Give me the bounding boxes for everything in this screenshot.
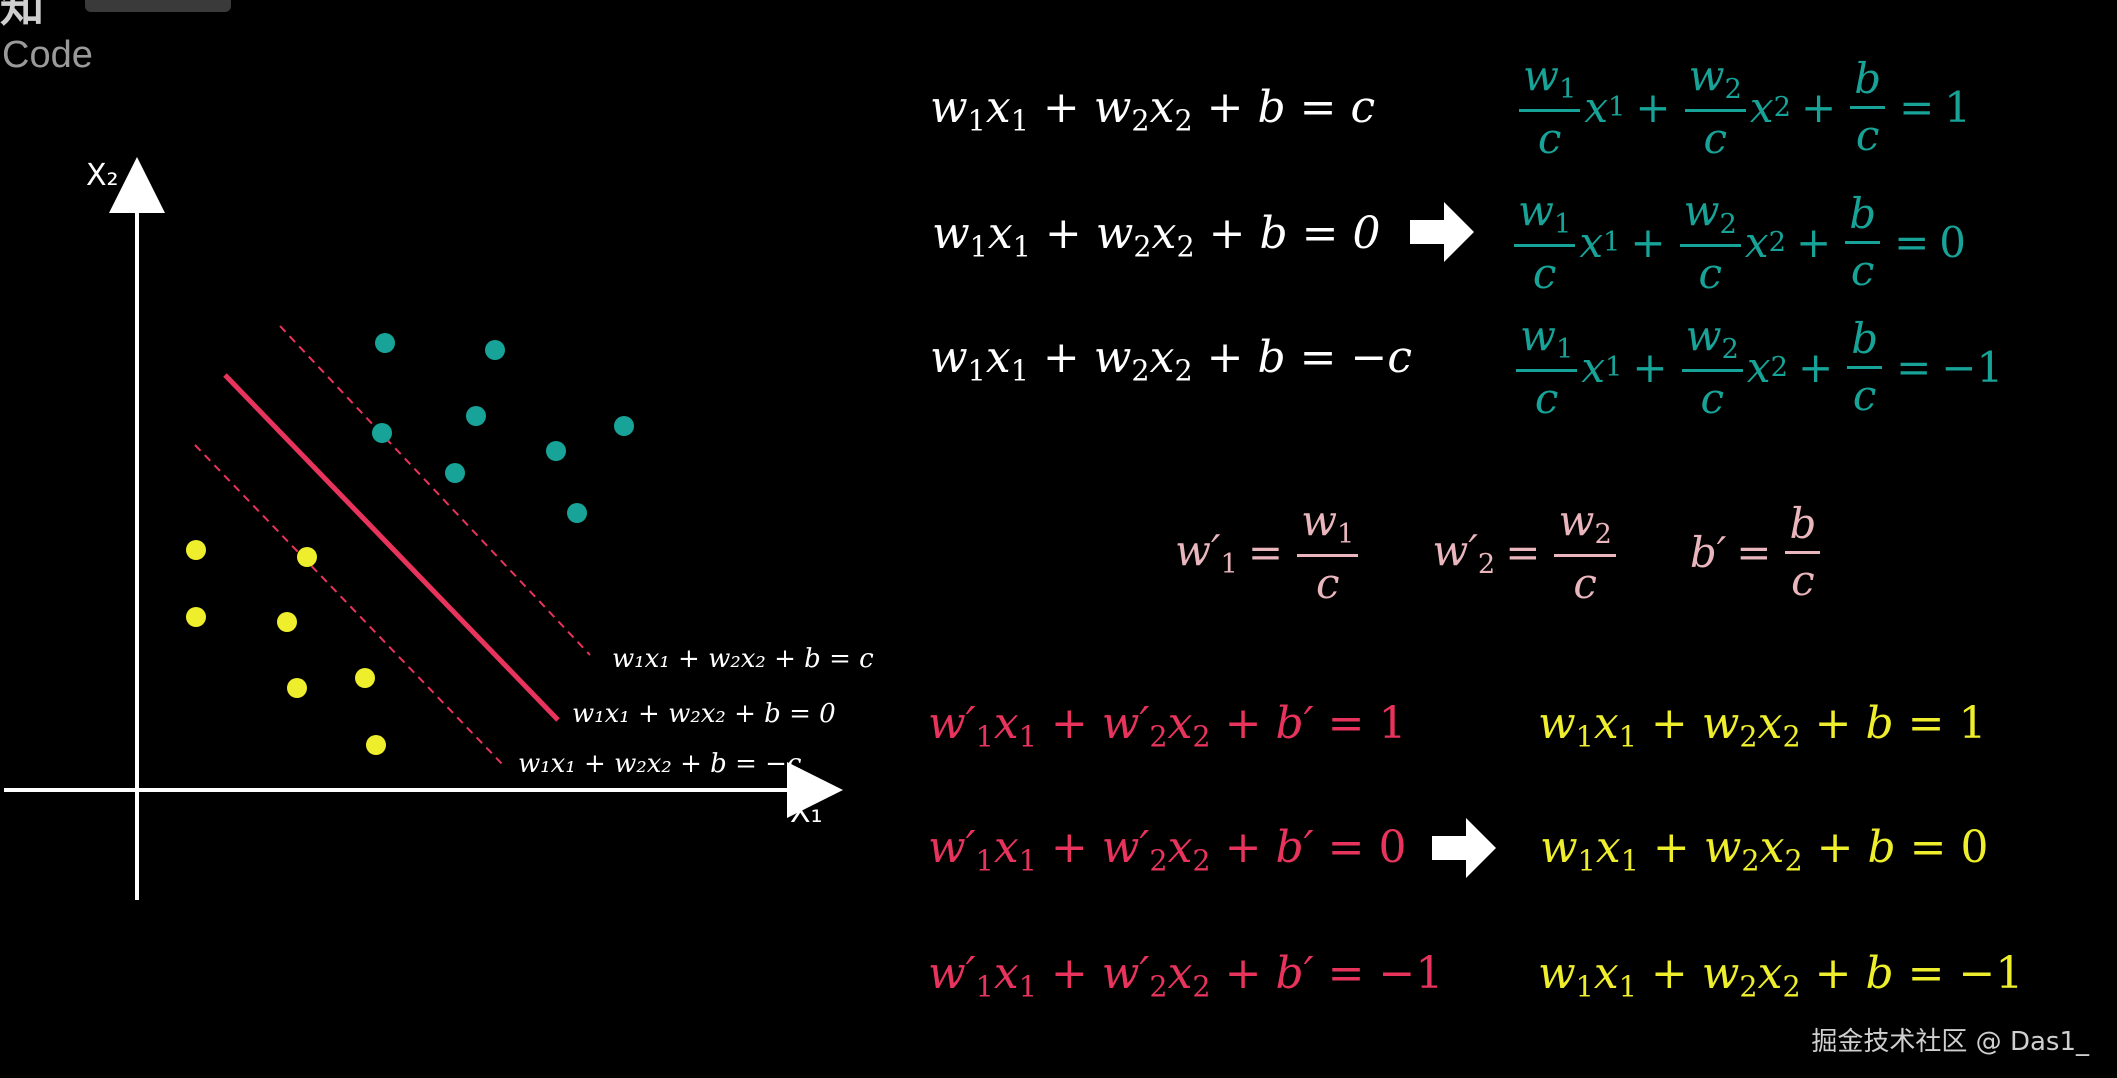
teal-point xyxy=(546,441,566,461)
red-equation-1: w′1x1 + w′2x2 + b′ = 1 xyxy=(928,698,1407,754)
yellow-point xyxy=(186,607,206,627)
teal-points xyxy=(372,333,634,523)
teal-point xyxy=(372,423,392,443)
x-axis-label: X₁ xyxy=(790,795,823,830)
lower-margin-line xyxy=(194,444,506,768)
code-label: Code xyxy=(2,34,93,76)
yellow-point xyxy=(277,612,297,632)
teal-point xyxy=(445,463,465,483)
yellow-point xyxy=(355,668,375,688)
right-arrow-icon xyxy=(1432,818,1496,878)
yellow-points xyxy=(186,540,386,755)
y-axis-label: X₂ xyxy=(86,158,119,193)
teal-point xyxy=(614,416,634,436)
yellow-point xyxy=(287,678,307,698)
red-equation-2: w′1x1 + w′2x2 + b′ = 0 xyxy=(928,822,1407,878)
yellow-point xyxy=(366,735,386,755)
logo-glyph: 知 xyxy=(0,0,44,32)
upper-margin-line xyxy=(279,325,591,656)
svm-plot: X₁ X₂ w₁x₁ + w₂x₂ + b = c w₁x₁ + w₂x₂ + … xyxy=(4,157,874,900)
watermark: 掘金技术社区 @ Das1_ xyxy=(1811,1027,2089,1057)
decision-boundary xyxy=(223,373,560,722)
upper-line-label: w₁x₁ + w₂x₂ + b = c xyxy=(612,644,874,674)
logo-box xyxy=(85,0,231,12)
white-equation-1: w1x1 + w2x2 + b = c xyxy=(930,82,1376,138)
teal-point xyxy=(485,340,505,360)
yellow-point xyxy=(297,547,317,567)
teal-point xyxy=(466,406,486,426)
white-equation-2: w1x1 + w2x2 + b = 0 xyxy=(932,208,1381,264)
right-arrow-icon xyxy=(1410,202,1474,262)
white-equation-3: w1x1 + w2x2 + b = −c xyxy=(930,332,1413,388)
red-equation-3: w′1x1 + w′2x2 + b′ = −1 xyxy=(928,948,1444,1004)
yellow-equation-3: w1x1 + w2x2 + b = −1 xyxy=(1538,948,2024,1004)
middle-line-label: w₁x₁ + w₂x₂ + b = 0 xyxy=(572,699,836,729)
yellow-point xyxy=(186,540,206,560)
teal-point xyxy=(375,333,395,353)
yellow-equation-1: w1x1 + w2x2 + b = 1 xyxy=(1538,698,1987,754)
yellow-equation-2: w1x1 + w2x2 + b = 0 xyxy=(1540,822,1989,878)
lower-line-label: w₁x₁ + w₂x₂ + b = −c xyxy=(518,749,802,779)
teal-point xyxy=(567,503,587,523)
